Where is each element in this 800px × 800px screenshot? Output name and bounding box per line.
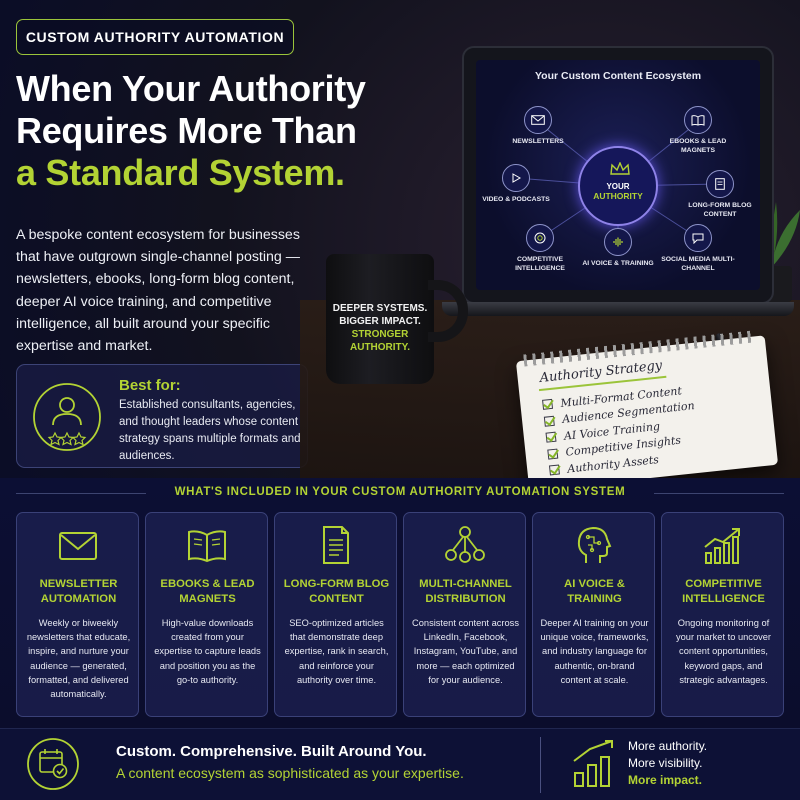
card-title: AI VOICE & TRAINING [564, 578, 625, 605]
card-ebooks-lead-magnets: EBOOKS & LEAD MAGNETS High-value downloa… [145, 512, 268, 717]
card-competitive-intelligence: COMPETITIVE INTELLIGENCE Ongoing monitor… [661, 512, 784, 717]
card-text: Consistent content across LinkedIn, Face… [412, 618, 519, 685]
benefit-authority: More authority. [628, 739, 708, 753]
network-icon [404, 523, 525, 567]
section-divider-right [654, 493, 784, 494]
checkbox-checked-icon [542, 399, 554, 411]
card-ai-voice-training: AI VOICE & TRAINING Deeper AI training o… [532, 512, 655, 717]
card-title: MULTI-CHANNEL DISTRIBUTION [419, 578, 512, 605]
core-line-2: AUTHORITY [593, 191, 643, 201]
card-newsletter-automation: NEWSLETTER AUTOMATION Weekly or biweekly… [16, 512, 139, 717]
node-newsletters: NEWSLETTERS [493, 106, 583, 147]
chat-icon [684, 224, 712, 252]
card-title: NEWSLETTER AUTOMATION [39, 578, 118, 605]
best-for-title: Best for: [119, 377, 181, 394]
mug-line-1: DEEPER SYSTEMS. [332, 303, 428, 314]
footer-subtitle: A content ecosystem as sophisticated as … [116, 765, 464, 781]
ecosystem-title: Your Custom Content Ecosystem [534, 70, 702, 82]
mug-line-4: AUTHORITY. [350, 342, 410, 353]
checkbox-checked-icon [545, 431, 557, 443]
node-competitive: COMPETITIVE INTELLIGENCE [495, 224, 585, 273]
mug-text: DEEPER SYSTEMS. BIGGER IMPACT. STRONGER … [326, 302, 434, 354]
best-for-text: Established consultants, agencies, and t… [119, 399, 301, 462]
notebook: Authority Strategy Multi-Format Content … [515, 330, 779, 491]
section-divider-left [16, 493, 146, 494]
target-icon [526, 224, 554, 252]
open-book-icon [146, 523, 267, 567]
play-icon [502, 164, 530, 192]
included-title: WHAT'S INCLUDED IN YOUR CUSTOM AUTHORITY… [174, 486, 626, 498]
notebook-checklist: Multi-Format Content Audience Segmentati… [542, 381, 701, 479]
envelope-icon [524, 106, 552, 134]
card-title: LONG-FORM BLOG CONTENT [283, 578, 390, 605]
headline-line-2: Requires More Than [16, 110, 357, 151]
card-multi-channel: MULTI-CHANNEL DISTRIBUTION Consistent co… [403, 512, 526, 717]
footer-banner: Custom. Comprehensive. Built Around You.… [0, 728, 800, 800]
benefit-visibility: More visibility. [628, 756, 703, 770]
bar-chart-growth-icon [572, 739, 616, 789]
card-title: COMPETITIVE INTELLIGENCE [682, 578, 765, 605]
laptop: Your Custom Content Ecosystem [462, 46, 774, 304]
intro-paragraph: A bespoke content ecosystem for business… [16, 227, 300, 355]
envelope-icon [17, 523, 138, 567]
feature-cards: NEWSLETTER AUTOMATION Weekly or biweekly… [16, 512, 784, 717]
node-social-media: SOCIAL MEDIA MULTI-CHANNEL [653, 224, 743, 273]
checkbox-checked-icon [543, 415, 555, 427]
footer-benefits: More authority. More visibility. More im… [628, 738, 707, 789]
headline-line-1: When Your Authority [16, 68, 366, 109]
best-for-box: Best for: Established consultants, agenc… [16, 364, 308, 468]
benefit-impact: More impact. [628, 773, 703, 787]
mug-line-2: BIGGER IMPACT. [339, 316, 421, 327]
headline: When Your Authority Requires More Than a… [16, 68, 436, 194]
card-long-form-blog: LONG-FORM BLOG CONTENT SEO-optimized art… [274, 512, 397, 717]
card-title: EBOOKS & LEAD MAGNETS [160, 578, 255, 605]
card-text: High-value downloads created from your e… [154, 618, 261, 685]
crown-icon [610, 162, 630, 175]
category-badge: CUSTOM AUTHORITY AUTOMATION [16, 19, 294, 55]
node-ai-voice: AI VOICE & TRAINING [573, 228, 663, 269]
footer-divider [540, 737, 541, 793]
laptop-base [442, 302, 794, 316]
book-icon [684, 106, 712, 134]
mug-handle [428, 280, 468, 342]
mug-line-3: STRONGER [351, 329, 409, 340]
card-text: SEO-optimized articles that demonstrate … [284, 618, 389, 685]
ai-head-icon [533, 523, 654, 567]
person-stars-icon [31, 381, 103, 453]
card-text: Deeper AI training on your unique voice,… [540, 618, 649, 685]
included-section: WHAT'S INCLUDED IN YOUR CUSTOM AUTHORITY… [0, 478, 800, 728]
checkbox-checked-icon [547, 448, 559, 460]
coffee-mug: DEEPER SYSTEMS. BIGGER IMPACT. STRONGER … [326, 254, 434, 384]
node-ebooks: EBOOKS & LEAD MAGNETS [653, 106, 743, 155]
document-icon [706, 170, 734, 198]
badge-label: CUSTOM AUTHORITY AUTOMATION [25, 29, 285, 45]
node-video-podcasts: VIDEO & PODCASTS [476, 164, 561, 205]
card-text: Ongoing monitoring of your market to unc… [675, 618, 772, 685]
headline-line-3: a Standard System. [16, 152, 345, 193]
core-authority: YOUR AUTHORITY [578, 146, 658, 226]
node-long-form: LONG-FORM BLOG CONTENT [675, 170, 760, 219]
core-line-1: YOUR [606, 182, 630, 191]
footer-title: Custom. Comprehensive. Built Around You. [116, 743, 427, 760]
workspace-scene: Your Custom Content Ecosystem [300, 0, 800, 491]
card-text: Weekly or biweekly newsletters that educ… [26, 618, 131, 700]
checkbox-checked-icon [548, 464, 560, 476]
calendar-check-icon [26, 737, 80, 791]
document-icon [275, 523, 396, 567]
growth-chart-icon [662, 523, 783, 567]
laptop-screen: Your Custom Content Ecosystem [476, 60, 760, 290]
microphone-icon [604, 228, 632, 256]
